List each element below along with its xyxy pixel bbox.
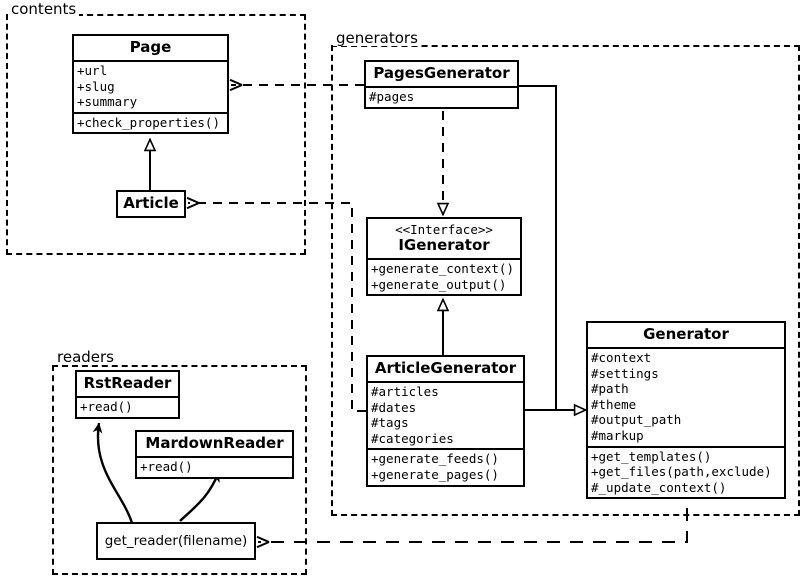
class-article[interactable]: Article	[116, 190, 186, 218]
attribute-row: #dates	[371, 399, 417, 415]
attribute-row: +summary	[77, 94, 138, 110]
attribute-row: #settings	[591, 365, 659, 381]
attribute-row: #theme	[591, 396, 637, 412]
class-article-generator-attributes: #articles #dates #tags #categories	[368, 381, 523, 448]
class-article-generator-methods: +generate_feeds() +generate_pages()	[368, 448, 523, 484]
attribute-row: #articles	[371, 384, 439, 399]
method-row: +generate_pages()	[371, 466, 499, 482]
package-contents	[6, 14, 306, 255]
class-rst-reader[interactable]: RstReader +read()	[75, 370, 180, 419]
attribute-row: #context	[591, 350, 652, 365]
attribute-row: +slug	[77, 78, 115, 94]
attribute-row: #path	[591, 381, 629, 397]
class-article-name: Article	[123, 194, 179, 212]
method-row: +get_files(path,exclude)	[591, 464, 772, 480]
class-igenerator-stereotype: <<Interface>>	[395, 222, 493, 237]
attribute-row: #markup	[591, 427, 644, 443]
attribute-row: #tags	[371, 415, 409, 431]
method-row: +generate_feeds()	[371, 451, 499, 467]
attribute-row: #categories	[371, 430, 454, 446]
method-row: +get_templates()	[591, 448, 712, 464]
class-igenerator[interactable]: <<Interface>> IGenerator +generate_conte…	[366, 217, 522, 297]
method-row: +read()	[80, 399, 133, 414]
method-row: +check_properties()	[77, 114, 220, 130]
function-get-reader[interactable]: get_reader(filename)	[96, 522, 256, 560]
attribute-row: #pages	[369, 89, 415, 104]
method-row: +read()	[140, 459, 193, 474]
class-pages-generator-name: PagesGenerator	[373, 64, 510, 82]
package-contents-label: contents	[8, 1, 80, 17]
class-mardown-reader-name: MardownReader	[145, 434, 284, 452]
class-article-generator-name: ArticleGenerator	[374, 359, 517, 377]
class-page[interactable]: Page +url +slug +summary +check_properti…	[72, 34, 229, 135]
class-generator-methods: +get_templates() +get_files(path,exclude…	[588, 445, 784, 498]
package-readers	[52, 365, 307, 575]
class-pages-generator-attributes: #pages	[366, 86, 517, 107]
class-igenerator-header: <<Interface>> IGenerator	[368, 219, 520, 258]
function-get-reader-label: get_reader(filename)	[104, 533, 248, 549]
class-generator-name: Generator	[643, 325, 729, 343]
attribute-row: +url	[77, 63, 108, 78]
class-article-generator[interactable]: ArticleGenerator #articles #dates #tags …	[366, 355, 525, 487]
class-page-attributes: +url +slug +summary	[74, 60, 227, 112]
class-pages-generator[interactable]: PagesGenerator #pages	[364, 60, 519, 109]
method-row: +generate_output()	[371, 276, 507, 292]
package-generators-label: generators	[333, 30, 421, 46]
method-row: +generate_context()	[371, 261, 514, 276]
class-rst-reader-methods: +read()	[77, 396, 178, 417]
class-mardown-reader[interactable]: MardownReader +read()	[135, 430, 294, 479]
class-igenerator-methods: +generate_context() +generate_output()	[368, 258, 520, 294]
class-page-name: Page	[129, 38, 172, 56]
class-rst-reader-name: RstReader	[83, 374, 172, 392]
attribute-row: #output_path	[591, 412, 682, 428]
class-generator[interactable]: Generator #context #settings #path #them…	[586, 321, 786, 500]
class-igenerator-name: IGenerator	[398, 236, 490, 254]
class-generator-attributes: #context #settings #path #theme #output_…	[588, 347, 784, 446]
method-row: #_update_context()	[591, 479, 727, 495]
class-mardown-reader-methods: +read()	[137, 456, 292, 477]
package-readers-label: readers	[54, 349, 117, 365]
class-page-methods: +check_properties()	[74, 111, 227, 133]
